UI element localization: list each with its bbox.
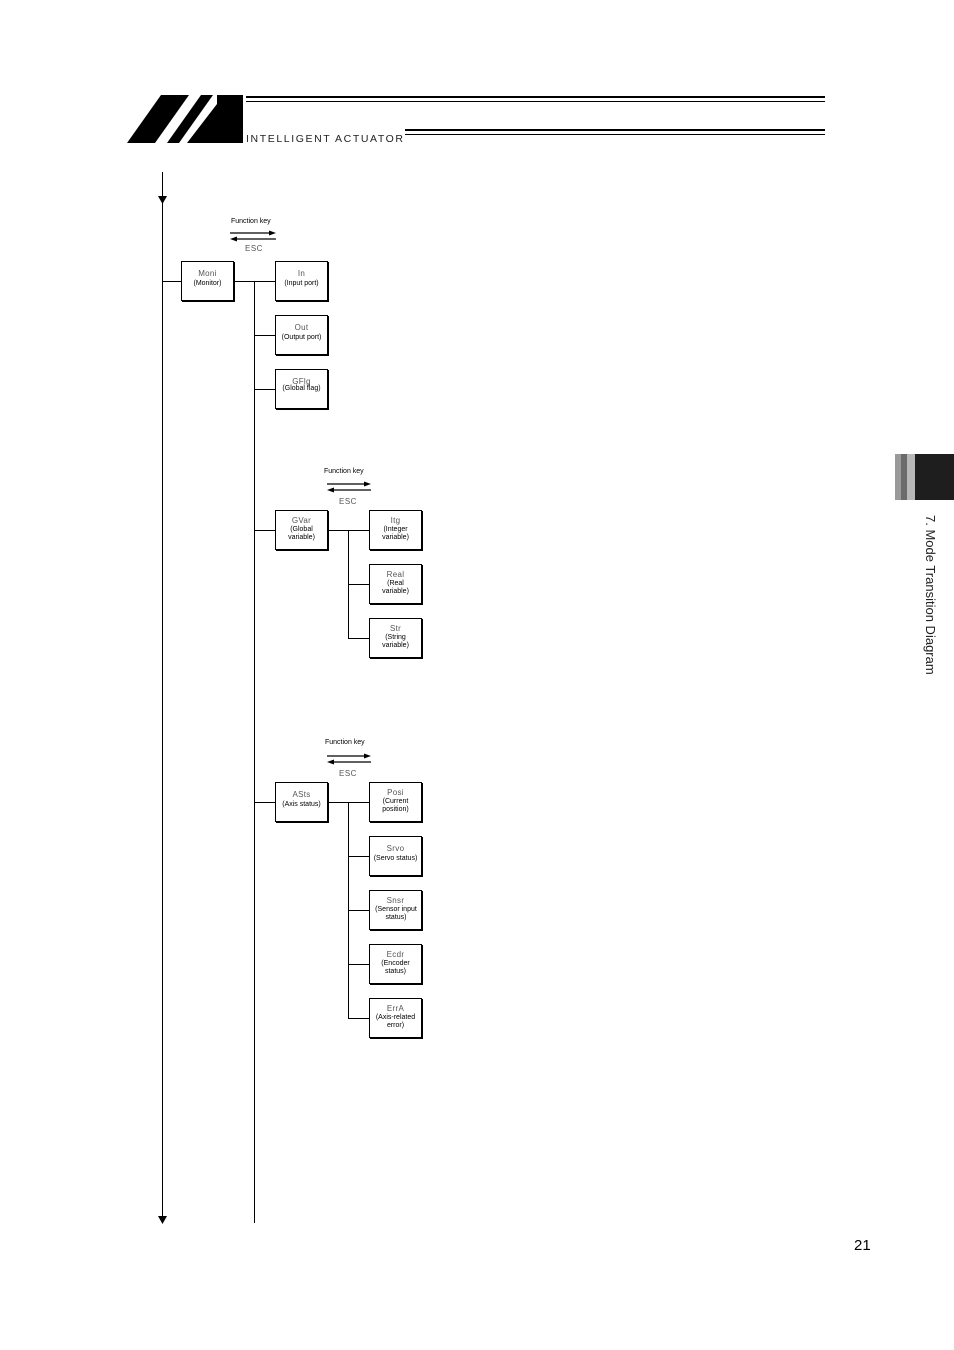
connector-moni-to-trunk [235,281,275,282]
transition-arrows-icon [327,753,371,765]
node-out: Out (Output port) [275,315,328,355]
node-code: Snsr [386,896,405,905]
node-desc: (String variable) [382,634,409,649]
header-rule-bottom-1 [405,129,825,131]
monitor-trunk-line [254,281,255,1223]
node-desc: (Global flag) [282,385,321,392]
node-posi: Posi (Current position) [369,782,422,822]
arrow-down-icon [158,196,167,204]
node-erra: ErrA (Axis-related error) [369,998,422,1038]
node-code: Real [386,570,405,579]
function-key-label: Function key [325,739,365,746]
transition-arrows-icon [327,481,371,493]
node-srvo: Srvo (Servo status) [369,836,422,876]
node-desc: (Axis-related error) [375,1014,416,1029]
node-code: ASts [292,790,311,799]
function-key-label: Function key [324,468,364,475]
node-asts: ASts (Axis status) [275,782,328,822]
node-desc: (Input port) [284,280,319,287]
connector-trunk-out [254,335,275,336]
connector-trunk-gvar [254,530,275,531]
esc-label: ESC [339,497,357,506]
node-desc: (Axis status) [282,801,321,808]
node-code: ErrA [386,1004,405,1013]
node-desc: (Encoder status) [381,960,410,975]
header-rule-top-2 [246,101,825,102]
side-tab-marker [895,454,954,500]
node-desc: (Monitor) [193,280,222,287]
header-rule-bottom-2 [405,134,825,135]
function-key-label: Function key [231,218,271,225]
node-code: Out [294,323,309,332]
header-rule-top-1 [246,96,825,98]
node-desc: (Servo status) [373,855,418,862]
transition-arrows-icon [230,230,276,242]
connector-branch-str [348,638,369,639]
esc-label: ESC [245,244,263,253]
node-code: Itg [390,516,401,525]
node-itg: Itg (Integer variable) [369,510,422,550]
connector-trunk-asts [254,802,275,803]
section-title: 7. Mode Transition Diagram [923,515,938,675]
node-desc: (Real variable) [382,580,409,595]
node-real: Real (Real variable) [369,564,422,604]
arrow-down-icon [158,1216,167,1224]
node-ecdr: Ecdr (Encoder status) [369,944,422,984]
iai-logo [127,95,243,143]
node-code: Ecdr [386,950,405,959]
connector-main-to-moni [162,281,181,282]
connector-branch-erra [348,1018,369,1019]
node-desc: (Global variable) [288,526,315,541]
node-code: GVar [291,516,312,525]
connector-branch-real [348,584,369,585]
connector-branch-ecdr [348,964,369,965]
node-code: Srvo [386,844,405,853]
node-code: Str [389,624,402,633]
connector-trunk-gflg [254,389,275,390]
node-snsr: Snsr (Sensor input status) [369,890,422,930]
node-code: GFlg [292,377,311,386]
node-str: Str (String variable) [369,618,422,658]
node-code: In [297,269,306,278]
node-desc: (Output port) [281,334,322,341]
node-desc: (Current position) [382,798,409,813]
connector-branch-snsr [348,910,369,911]
node-desc: (Integer variable) [382,526,409,541]
esc-label: ESC [339,769,357,778]
brand-name: INTELLIGENT ACTUATOR [246,133,405,145]
main-flow-line [162,172,163,1218]
node-gflg: GFlg (Global flag) [275,369,328,409]
connector-branch-srvo [348,856,369,857]
node-moni: Moni (Monitor) [181,261,234,301]
node-in: In (Input port) [275,261,328,301]
node-desc: (Sensor input status) [375,906,417,921]
page-number: 21 [854,1237,871,1254]
node-gvar: GVar (Global variable) [275,510,328,550]
node-code: Moni [198,269,217,278]
node-code: Posi [387,788,404,797]
